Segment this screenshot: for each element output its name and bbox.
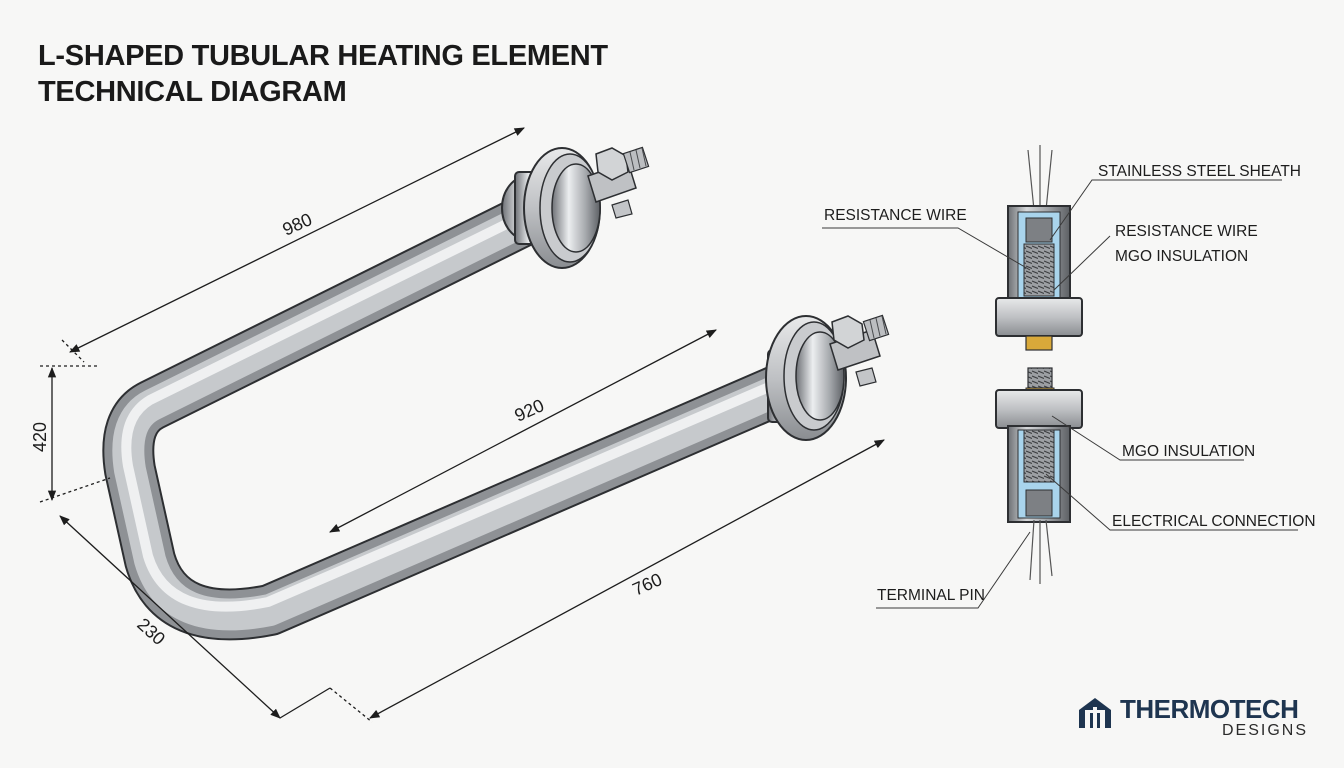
brass-connector [1025, 335, 1053, 351]
upper-resistance-coil [1023, 243, 1055, 297]
dim-760-label: 760 [629, 569, 665, 599]
label-terminal-pin: TERMINAL PIN [877, 587, 985, 604]
bottom-terminal [765, 314, 890, 441]
dim-230-line [59, 515, 281, 719]
label-resistance-wire-right: RESISTANCE WIRE [1115, 223, 1258, 240]
diagram-title: L-SHAPED TUBULAR HEATING ELEMENT TECHNIC… [38, 38, 608, 110]
top-terminal [501, 146, 650, 269]
logo-brand: THERMOTECH [1120, 694, 1299, 724]
lower-resistance-coil [1023, 429, 1055, 483]
logo-house-icon [1079, 698, 1111, 728]
dim-760-line [369, 439, 885, 719]
leader-lines [822, 179, 1298, 609]
label-stainless-steel-sheath: STAINLESS STEEL SHEATH [1098, 163, 1301, 180]
cross-section [995, 145, 1083, 584]
lower-flange [995, 389, 1083, 429]
title-line-1: L-SHAPED TUBULAR HEATING ELEMENT [38, 40, 608, 72]
dimension-lines [39, 127, 885, 723]
title-line-2: TECHNICAL DIAGRAM [38, 76, 347, 108]
label-resistance-wire-left: RESISTANCE WIRE [824, 207, 967, 224]
label-mgo-insulation-lower: MGO INSULATION [1122, 443, 1255, 460]
dim-980-line [69, 127, 525, 353]
upper-flange [995, 297, 1083, 337]
label-electrical-connection: ELECTRICAL CONNECTION [1112, 513, 1316, 530]
logo-sub: DESIGNS [1222, 722, 1309, 739]
thermotech-logo: THERMOTECH DESIGNS [1076, 692, 1326, 742]
label-mgo-insulation-upper: MGO INSULATION [1115, 248, 1248, 265]
heating-element [102, 146, 890, 641]
dim-980-label: 980 [279, 209, 315, 239]
dim-420-label: 420 [30, 422, 50, 452]
